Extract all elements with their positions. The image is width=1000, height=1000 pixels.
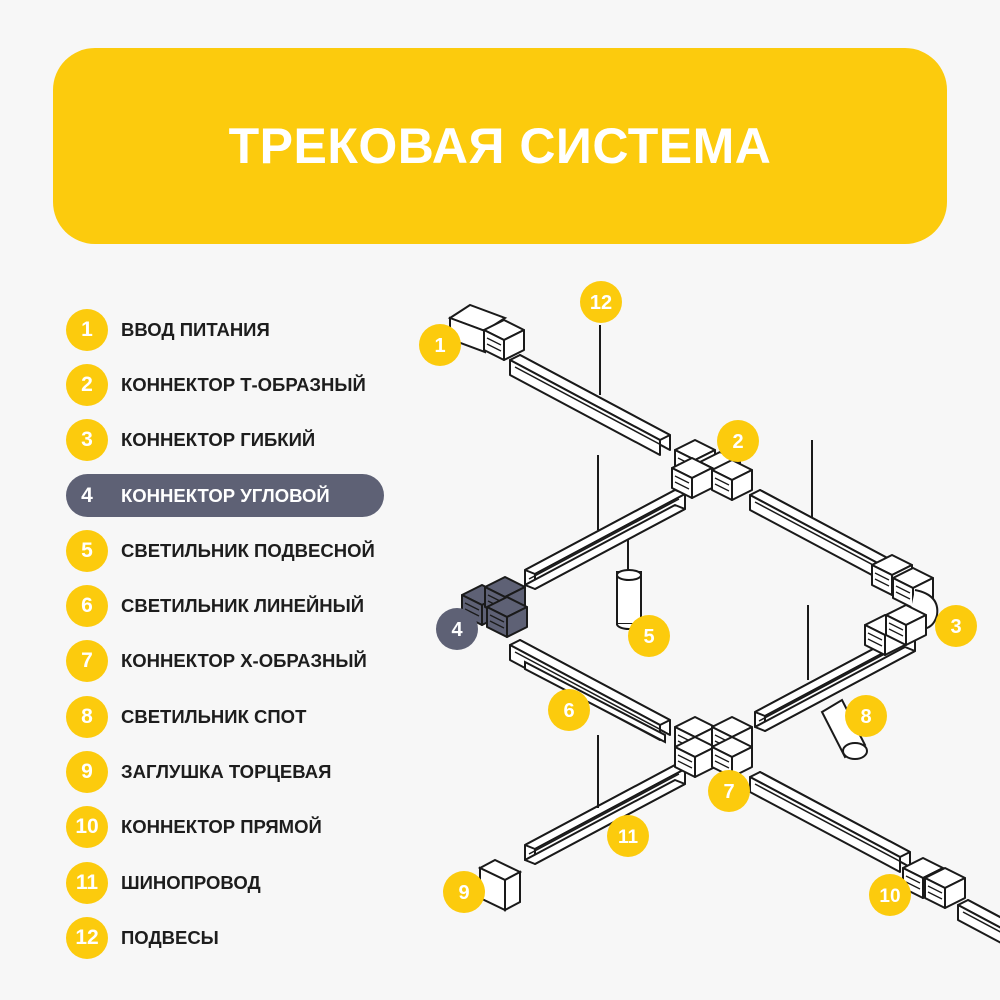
legend-badge: 1 <box>66 308 108 351</box>
title-banner: ТРЕКОВАЯ СИСТЕМА <box>53 48 947 244</box>
flex-connector-part <box>864 554 939 656</box>
legend-label: КОННЕКТОР УГЛОВОЙ <box>121 484 330 506</box>
x-connector-part <box>674 716 753 778</box>
legend-item-7[interactable]: 7 КОННЕКТОР Х-ОБРАЗНЫЙ <box>66 634 406 689</box>
svg-text:6: 6 <box>563 700 574 722</box>
diagram-badge-7: 7 <box>708 770 750 812</box>
legend-badge: 6 <box>66 585 108 628</box>
legend-item-12[interactable]: 12 ПОДВЕСЫ <box>66 910 406 965</box>
page-title: ТРЕКОВАЯ СИСТЕМА <box>228 118 772 174</box>
diagram-badge-1: 1 <box>419 324 461 366</box>
legend-item-11[interactable]: 11 ШИНОПРОВОД <box>66 855 406 910</box>
legend-item-1[interactable]: 1 ВВОД ПИТАНИЯ <box>66 302 406 357</box>
legend-label: СВЕТИЛЬНИК СПОТ <box>121 705 307 727</box>
legend-item-8[interactable]: 8 СВЕТИЛЬНИК СПОТ <box>66 689 406 744</box>
track-rail-top <box>509 354 671 456</box>
diagram-badge-8: 8 <box>845 695 887 737</box>
diagram-badge-4: 4 <box>436 608 478 650</box>
legend-label: КОННЕКТОР Х-ОБРАЗНЫЙ <box>121 650 367 672</box>
legend-label: СВЕТИЛЬНИК ЛИНЕЙНЫЙ <box>121 595 365 617</box>
pendant-lamp-part <box>616 540 642 630</box>
svg-text:12: 12 <box>590 292 612 314</box>
power-input-part <box>447 303 525 361</box>
svg-text:1: 1 <box>434 335 445 357</box>
end-cap-part <box>477 858 523 912</box>
svg-text:3: 3 <box>950 616 961 638</box>
legend-item-3[interactable]: 3 КОННЕКТОР ГИБКИЙ <box>66 413 406 468</box>
diagram-badge-9: 9 <box>443 871 485 913</box>
legend-label: ВВОД ПИТАНИЯ <box>121 318 270 340</box>
legend-badge: 12 <box>66 916 108 959</box>
svg-text:4: 4 <box>451 619 463 641</box>
spot-lamp-part <box>820 698 868 760</box>
diagram-badge-3: 3 <box>935 605 977 647</box>
diagram-badge-11: 11 <box>607 815 649 857</box>
legend-badge: 11 <box>66 861 108 904</box>
legend-item-10[interactable]: 10 КОННЕКТОР ПРЯМОЙ <box>66 800 406 855</box>
svg-text:2: 2 <box>732 431 743 453</box>
diagram-badge-12: 12 <box>580 281 622 323</box>
legend-badge: 7 <box>66 640 108 683</box>
diagram-badge-10: 10 <box>869 874 911 916</box>
track-rail-far <box>957 899 1000 1000</box>
legend-item-6[interactable]: 6 СВЕТИЛЬНИК ЛИНЕЙНЫЙ <box>66 578 406 633</box>
legend-label: ПОДВЕСЫ <box>121 926 219 948</box>
legend-badge: 4 <box>81 483 93 507</box>
diagram-badge-5: 5 <box>628 615 670 657</box>
svg-text:9: 9 <box>458 882 469 904</box>
svg-text:5: 5 <box>643 626 654 648</box>
svg-text:10: 10 <box>879 886 900 907</box>
legend-badge: 9 <box>66 751 108 794</box>
legend-badge: 2 <box>66 363 108 406</box>
legend-item-5[interactable]: 5 СВЕТИЛЬНИК ПОДВЕСНОЙ <box>66 523 406 578</box>
svg-text:7: 7 <box>723 781 734 803</box>
legend-item-4[interactable]: 4 КОННЕКТОР УГЛОВОЙ <box>66 468 406 523</box>
legend-badge: 8 <box>66 695 108 738</box>
legend-badge: 3 <box>66 419 108 462</box>
legend-label: КОННЕКТОР ПРЯМОЙ <box>121 816 322 838</box>
legend-label: КОННЕКТОР Т-ОБРАЗНЫЙ <box>121 373 366 395</box>
svg-text:11: 11 <box>618 827 639 848</box>
svg-text:8: 8 <box>860 706 871 728</box>
track-rail-bottom-left <box>524 764 686 865</box>
legend-label: СВЕТИЛЬНИК ПОДВЕСНОЙ <box>121 539 375 561</box>
diagram-badge-2: 2 <box>717 420 759 462</box>
legend-label: ЗАГЛУШКА ТОРЦЕВАЯ <box>121 761 332 783</box>
legend-item-2[interactable]: 2 КОННЕКТОР Т-ОБРАЗНЫЙ <box>66 357 406 412</box>
legend-item-9[interactable]: 9 ЗАГЛУШКА ТОРЦЕВАЯ <box>66 744 406 799</box>
track-rail-left-upper <box>524 489 686 590</box>
legend-label: КОННЕКТОР ГИБКИЙ <box>121 429 316 451</box>
diagram-badge-6: 6 <box>548 689 590 731</box>
straight-connector-part <box>902 857 966 909</box>
legend-badge: 10 <box>66 806 108 849</box>
linear-lamp-part <box>524 660 666 744</box>
legend-label: ШИНОПРОВОД <box>121 871 261 893</box>
legend-badge: 5 <box>66 529 108 572</box>
track-rail-bottom-right <box>749 771 911 873</box>
